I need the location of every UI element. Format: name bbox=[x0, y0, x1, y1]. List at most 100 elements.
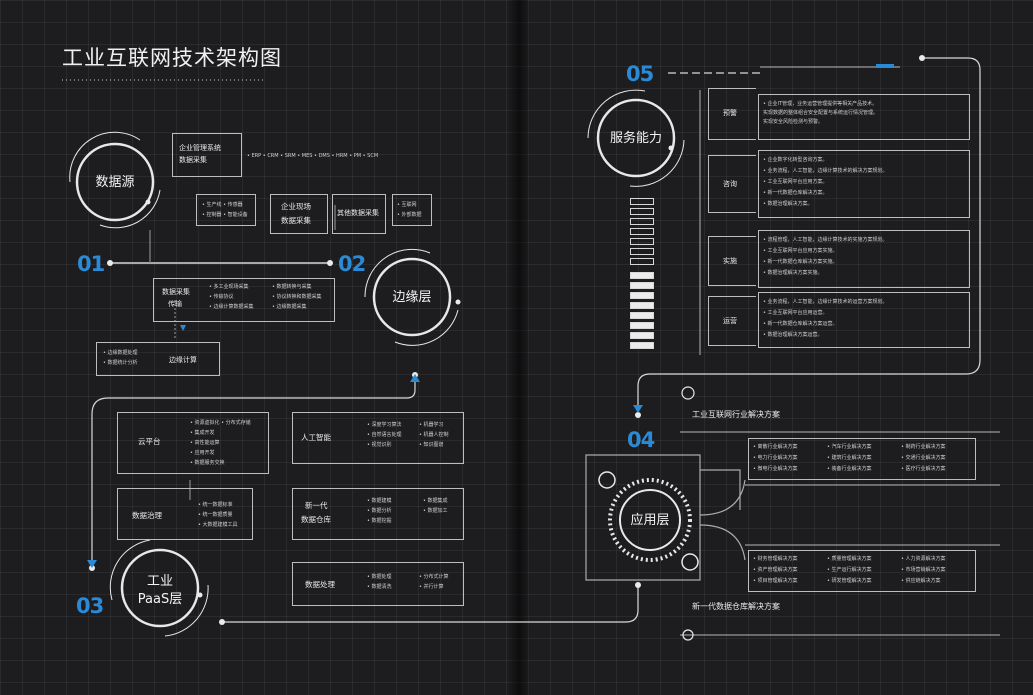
warning-item-2: 实现数据的整体组合安全配置与系统运行情况管理。 bbox=[763, 110, 879, 116]
consulting-item-2: • 业务流程，人工智能，边缘计算技术的解决方案规划。 bbox=[763, 168, 888, 174]
consulting-item-4: • 新一代数据仓库解决方案。 bbox=[763, 190, 828, 196]
stack-bar bbox=[630, 342, 654, 349]
warehouse-item-b2: • 数据加工 bbox=[423, 508, 448, 514]
cloud-item-1: • 资源虚拟化 • 分布式存储 bbox=[190, 420, 251, 426]
process-item-a1: • 数据处理 bbox=[367, 574, 392, 580]
process-item-b2: • 并行计算 bbox=[419, 584, 444, 590]
data-solution-item-3-3: • 供应链解决方案 bbox=[901, 578, 941, 584]
operation-item-2: • 工业互联网平台应用运营。 bbox=[763, 310, 828, 316]
service-label-operation: 运营 bbox=[723, 317, 737, 325]
service-row-consulting: 咨询 bbox=[708, 155, 756, 213]
warehouse-item-a1: • 数据建模 bbox=[367, 498, 392, 504]
edge-layer-circle-label: 边缘层 bbox=[392, 290, 432, 305]
stack-bar bbox=[630, 238, 654, 245]
consulting-item-3: • 工业互联网平台应用方案。 bbox=[763, 179, 828, 185]
governance-item-1: • 统一数据标准 bbox=[198, 502, 233, 508]
external-item-2: • 外部数据 bbox=[397, 212, 422, 218]
process-item-a2: • 数据清洗 bbox=[367, 584, 392, 590]
page-title: 工业互联网技术架构图 bbox=[62, 46, 282, 70]
edge-compute-box: • 边缘数据处理 • 数据统计分析 边缘计算 bbox=[96, 342, 220, 376]
ai-item-b3: • 知识图谱 bbox=[419, 442, 444, 448]
onsite-box-line1: 企业现场 bbox=[281, 202, 311, 211]
service-label-implementation: 实施 bbox=[723, 257, 737, 265]
edge-collect-item-a3: • 边缘计算数据采集 bbox=[209, 304, 254, 310]
page-spine bbox=[508, 0, 530, 695]
industry-item-2-1: • 汽车行业解决方案 bbox=[827, 444, 872, 450]
service-desc-implementation: • 流程管理，人工智能，边缘计算技术的实施方案规划。 • 工业互联网平台应用方案… bbox=[758, 230, 970, 288]
stack-bar bbox=[630, 198, 654, 205]
data-solution-item-1-1: • 财务管理解决方案 bbox=[753, 556, 798, 562]
stack-bar bbox=[630, 292, 654, 299]
cloud-item-5: • 数据服务交换 bbox=[190, 460, 225, 466]
data-warehouse-solutions-title: 新一代数据仓库解决方案 bbox=[692, 602, 780, 611]
edge-compute-item-2: • 数据统计分析 bbox=[103, 360, 138, 366]
consulting-item-5: • 数据治理解决方案。 bbox=[763, 201, 813, 207]
erp-box-line2: 数据采集 bbox=[179, 156, 207, 164]
industry-solutions-box: • 离散行业解决方案 • 电力行业解决方案 • 微电行业解决方案 • 汽车行业解… bbox=[748, 438, 976, 480]
cloud-item-4: • 应用开发 bbox=[190, 450, 215, 456]
other-collection-box: 其他数据采集 bbox=[332, 194, 386, 234]
cloud-item-3: • 高性能运算 bbox=[190, 440, 220, 446]
cloud-item-2: • 集成开发 bbox=[190, 430, 215, 436]
step-number-01: 01 bbox=[77, 252, 105, 276]
stack-bar bbox=[630, 282, 654, 289]
step-number-05: 05 bbox=[626, 62, 654, 86]
step-number-02: 02 bbox=[338, 252, 366, 276]
implementation-item-4: • 数据治理解决方案实施。 bbox=[763, 270, 823, 276]
data-processing-label: 数据处理 bbox=[305, 580, 335, 589]
step-number-04: 04 bbox=[627, 428, 655, 452]
ai-item-a2: • 自然语言处理 bbox=[367, 432, 402, 438]
edge-collect-line1: 数据采集 bbox=[162, 288, 190, 296]
ai-item-b1: • 机器学习 bbox=[419, 422, 444, 428]
operation-item-1: • 业务流程，人工智能，边缘计算技术的运营方案规划。 bbox=[763, 299, 888, 305]
data-solution-item-1-2: • 资产管理解决方案 bbox=[753, 567, 798, 573]
governance-item-2: • 统一数据质量 bbox=[198, 512, 233, 518]
cloud-platform-label: 云平台 bbox=[138, 437, 161, 446]
stack-bar bbox=[630, 332, 654, 339]
service-desc-operation: • 业务流程，人工智能，边缘计算技术的运营方案规划。 • 工业互联网平台应用运营… bbox=[758, 292, 970, 348]
onsite-collection-box: 企业现场 数据采集 bbox=[270, 194, 328, 234]
app-layer-circle-label: 应用层 bbox=[630, 513, 670, 528]
paas-circle-label-line2: PaaS层 bbox=[137, 592, 183, 607]
industry-solutions-title: 工业互联网行业解决方案 bbox=[692, 410, 780, 419]
warehouse-item-b1: • 数据集成 bbox=[423, 498, 448, 504]
external-data-box: • 互联网 • 外部数据 bbox=[392, 194, 432, 226]
data-processing-box: 数据处理 • 数据处理 • 数据清洗 • 分布式计算 • 并行计算 bbox=[292, 562, 464, 606]
edge-collect-item-a2: • 传输协议 bbox=[209, 294, 234, 300]
stack-bar bbox=[630, 302, 654, 309]
data-solutions-box: • 财务管理解决方案 • 资产管理解决方案 • 项目管理解决方案 • 质量管理解… bbox=[748, 550, 976, 592]
edge-collect-line2: 传输 bbox=[168, 300, 182, 308]
process-item-b1: • 分布式计算 bbox=[419, 574, 449, 580]
data-solution-item-3-1: • 人力资源解决方案 bbox=[901, 556, 946, 562]
data-solution-item-2-2: • 生产运行解决方案 bbox=[827, 567, 872, 573]
service-row-operation: 运营 bbox=[708, 296, 756, 346]
implementation-item-1: • 流程管理，人工智能，边缘计算技术的实施方案规划。 bbox=[763, 237, 888, 243]
edge-collection-box: 数据采集 传输 • 多工业现场采集 • 传输协议 • 边缘计算数据采集 • 数据… bbox=[153, 278, 335, 322]
service-row-implementation: 实施 bbox=[708, 236, 756, 286]
other-collection-label: 其他数据采集 bbox=[337, 209, 379, 217]
stack-bar bbox=[630, 312, 654, 319]
cloud-platform-box: 云平台 • 资源虚拟化 • 分布式存储 • 集成开发 • 高性能运算 • 应用开… bbox=[117, 412, 269, 474]
onsite-box-line2: 数据采集 bbox=[281, 216, 311, 225]
consulting-item-1: • 企业数字化转型咨询方案。 bbox=[763, 157, 828, 163]
data-solution-item-3-2: • 市场营销解决方案 bbox=[901, 567, 946, 573]
service-desc-warning: • 企业IT管理，业务运营管理提供等相关产品技术。 实现数据的整体组合安全配置与… bbox=[758, 94, 970, 140]
governance-item-3: • 大数据建模工具 bbox=[198, 522, 238, 528]
operation-item-4: • 数据治理解决方案运营。 bbox=[763, 332, 823, 338]
service-desc-consulting: • 企业数字化转型咨询方案。 • 业务流程，人工智能，边缘计算技术的解决方案规划… bbox=[758, 150, 970, 218]
service-row-warning: 预警 bbox=[708, 88, 756, 140]
industry-item-3-2: • 交通行业解决方案 bbox=[901, 455, 946, 461]
ai-label: 人工智能 bbox=[301, 433, 331, 442]
industry-item-3-1: • 制药行业解决方案 bbox=[901, 444, 946, 450]
edge-compute-label: 边缘计算 bbox=[169, 356, 197, 364]
erp-collection-box: 企业管理系统 数据采集 bbox=[172, 133, 242, 177]
field-device-list-box: • 生产线 • 传感器 • 控制器 • 智能设备 bbox=[196, 194, 256, 226]
operation-item-3: • 新一代数据仓库解决方案运营。 bbox=[763, 321, 838, 327]
ai-item-a3: • 视觉识别 bbox=[367, 442, 392, 448]
data-solution-item-2-3: • 研发管理解决方案 bbox=[827, 578, 872, 584]
service-label-warning: 预警 bbox=[723, 109, 737, 117]
erp-system-list: • ERP • CRM • SRM • MES • DMS • HRM • PM… bbox=[247, 153, 379, 159]
service-label-consulting: 咨询 bbox=[723, 180, 737, 188]
